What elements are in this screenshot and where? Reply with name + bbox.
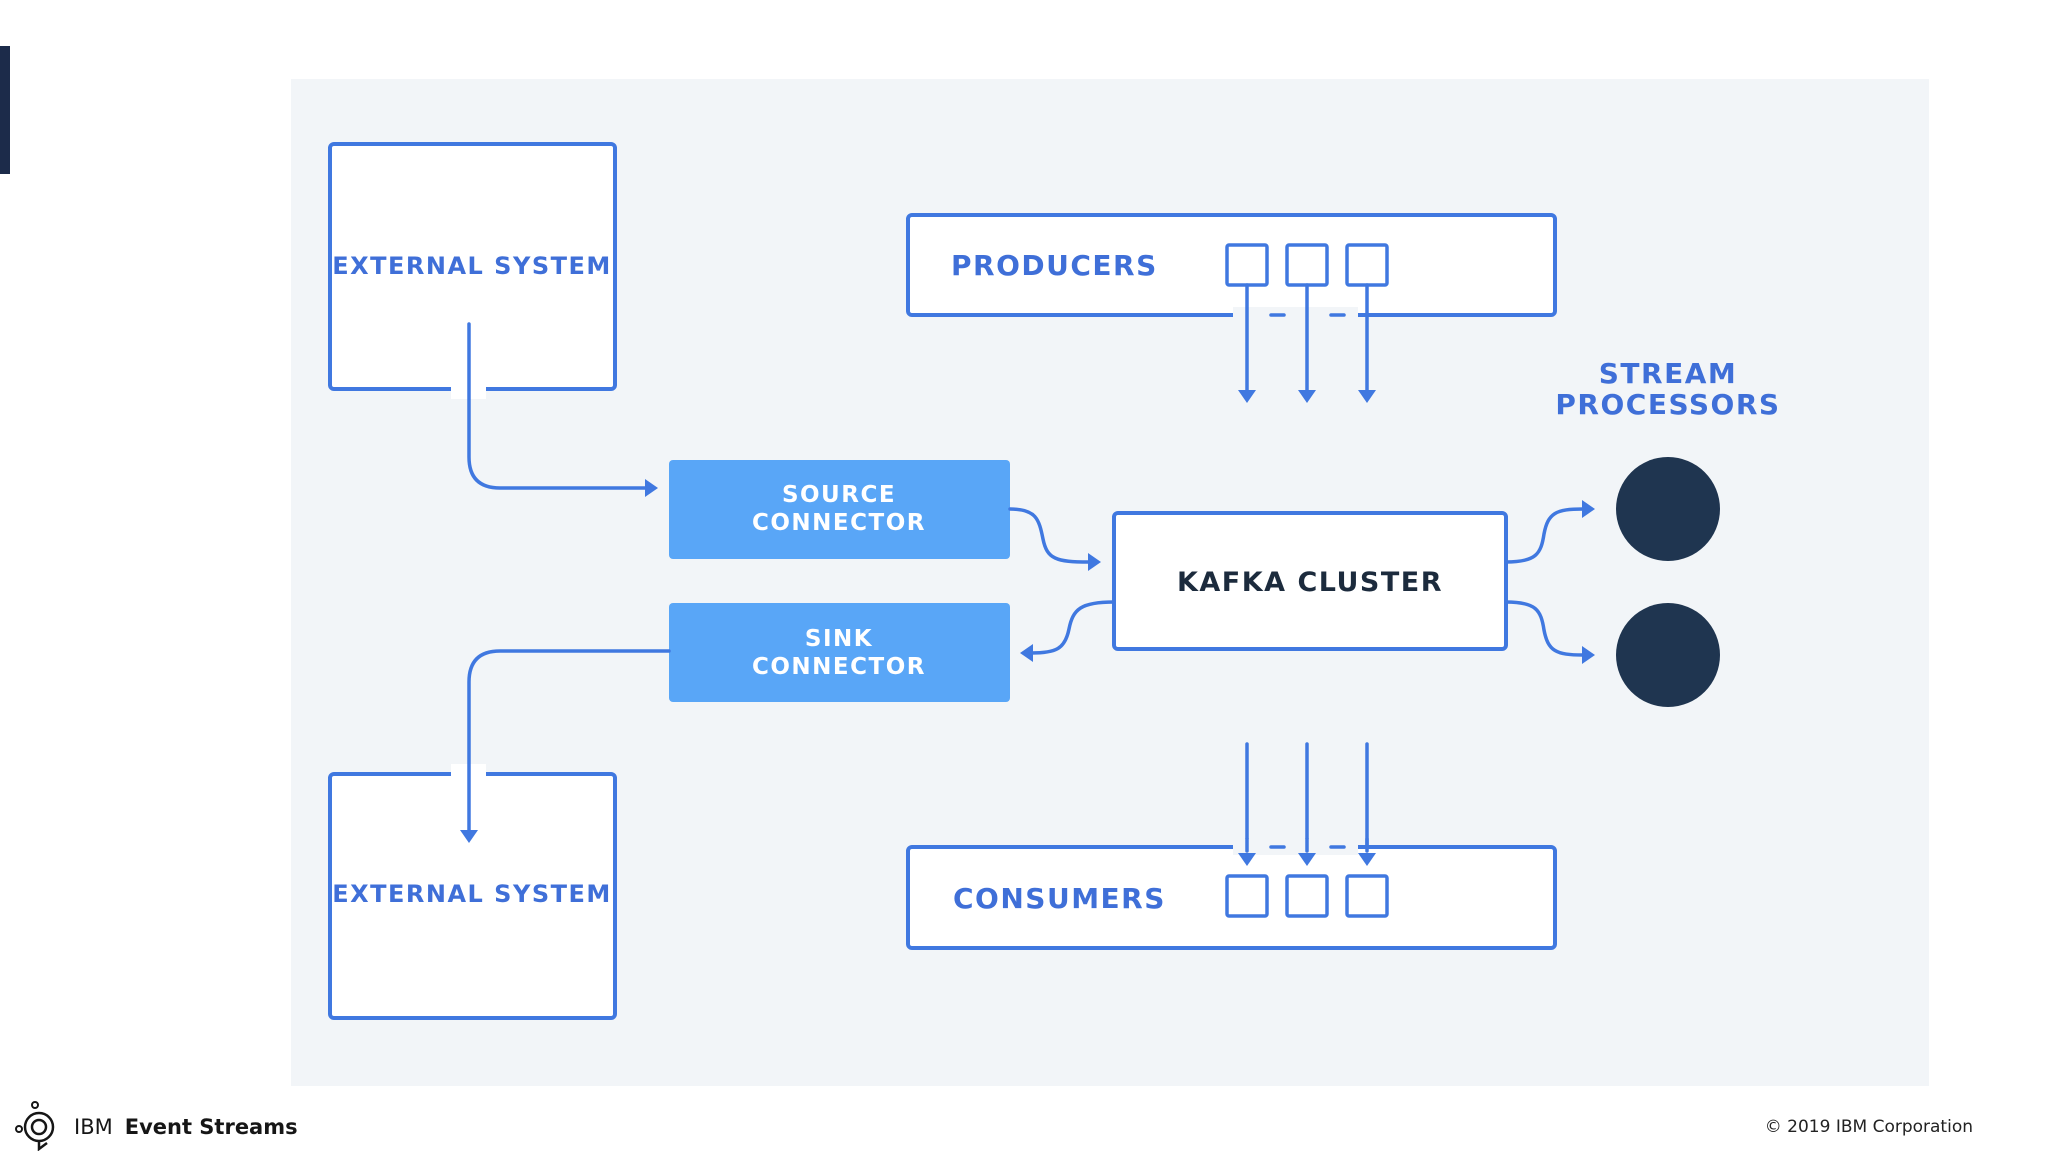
producer-arrowhead-3: [1358, 390, 1376, 403]
consumers: CONSUMERS: [906, 742, 1557, 950]
kafka-cluster-box: [1112, 511, 1508, 651]
stream-processors-label-line2: PROCESSORS: [1555, 388, 1780, 421]
producer-square-3: [1345, 243, 1389, 287]
sink-connector-label-line2: CONNECTOR: [752, 654, 926, 680]
consumer-square-3: [1345, 874, 1389, 918]
kafka-architecture-diagram: EXTERNAL SYSTEM EXTERNAL SYSTEM SOURCE C…: [328, 142, 1780, 1020]
producer-square-1: [1225, 243, 1269, 287]
flow-line-source-to-kafka: [1008, 507, 1091, 564]
consumer-arrowhead-1: [1238, 853, 1256, 866]
external-system-top-label: EXTERNAL SYSTEM: [332, 252, 612, 280]
stream-processors-label-line1: STREAM: [1599, 357, 1738, 390]
arrowhead-to-sink: [1020, 644, 1033, 662]
stream-processor-2: [1616, 603, 1720, 707]
source-connector-label-line1: SOURCE: [782, 482, 896, 508]
producer-square-2: [1285, 243, 1329, 287]
diagram-panel: EXTERNAL SYSTEM EXTERNAL SYSTEM SOURCE C…: [291, 79, 1929, 1086]
slide-accent-bar: [0, 46, 10, 174]
external-system-bottom: EXTERNAL SYSTEM: [328, 764, 617, 1020]
producers: PRODUCERS: [906, 213, 1557, 403]
flow-line-kafka-to-processor-2: [1504, 600, 1585, 657]
copyright-text: © 2019 IBM Corporation: [1764, 1117, 1973, 1137]
consumers-gap: [1233, 839, 1358, 855]
flow-line-sink-to-external: [467, 649, 671, 833]
external-system-top: EXTERNAL SYSTEM: [328, 142, 617, 399]
event-streams-logo-icon: [14, 1099, 62, 1156]
producers-gap: [1233, 307, 1358, 323]
producers-label: PRODUCERS: [951, 249, 1158, 282]
consumer-arrowhead-2: [1298, 853, 1316, 866]
consumers-label: CONSUMERS: [953, 882, 1166, 915]
brand-prefix: IBM: [74, 1115, 113, 1139]
sink-connector: SINK CONNECTOR: [669, 603, 1010, 702]
arrowhead-to-processor-2: [1582, 646, 1595, 664]
consumer-square-2: [1285, 874, 1329, 918]
arrowhead-to-source: [645, 479, 658, 497]
kafka-cluster: KAFKA CLUSTER: [1112, 511, 1508, 651]
arrowhead-to-external-bottom: [460, 830, 478, 843]
source-connector-box: [669, 460, 1010, 559]
flow-line-external-to-source: [467, 322, 650, 490]
arrowhead-to-kafka: [1088, 553, 1101, 571]
producer-arrowhead-2: [1298, 390, 1316, 403]
brand-name: Event Streams: [124, 1115, 298, 1139]
kafka-cluster-label: KAFKA CLUSTER: [1177, 567, 1443, 598]
flow-line-kafka-to-sink: [1029, 600, 1116, 655]
footer-brand: IBM Event Streams: [14, 1097, 298, 1157]
producer-arrowhead-1: [1238, 390, 1256, 403]
arrowhead-to-processor-1: [1582, 500, 1595, 518]
consumer-square-1: [1225, 874, 1269, 918]
flow-line-kafka-to-processor-1: [1504, 507, 1585, 564]
stream-processor-1: [1616, 457, 1720, 561]
source-connector-label-line2: CONNECTOR: [752, 510, 926, 536]
source-connector: SOURCE CONNECTOR: [669, 460, 1010, 559]
consumer-arrowhead-3: [1358, 853, 1376, 866]
sink-connector-box: [669, 603, 1010, 702]
external-system-bottom-label: EXTERNAL SYSTEM: [332, 880, 612, 908]
sink-connector-label-line1: SINK: [805, 626, 873, 652]
stream-processors: STREAM PROCESSORS: [1504, 357, 1780, 707]
